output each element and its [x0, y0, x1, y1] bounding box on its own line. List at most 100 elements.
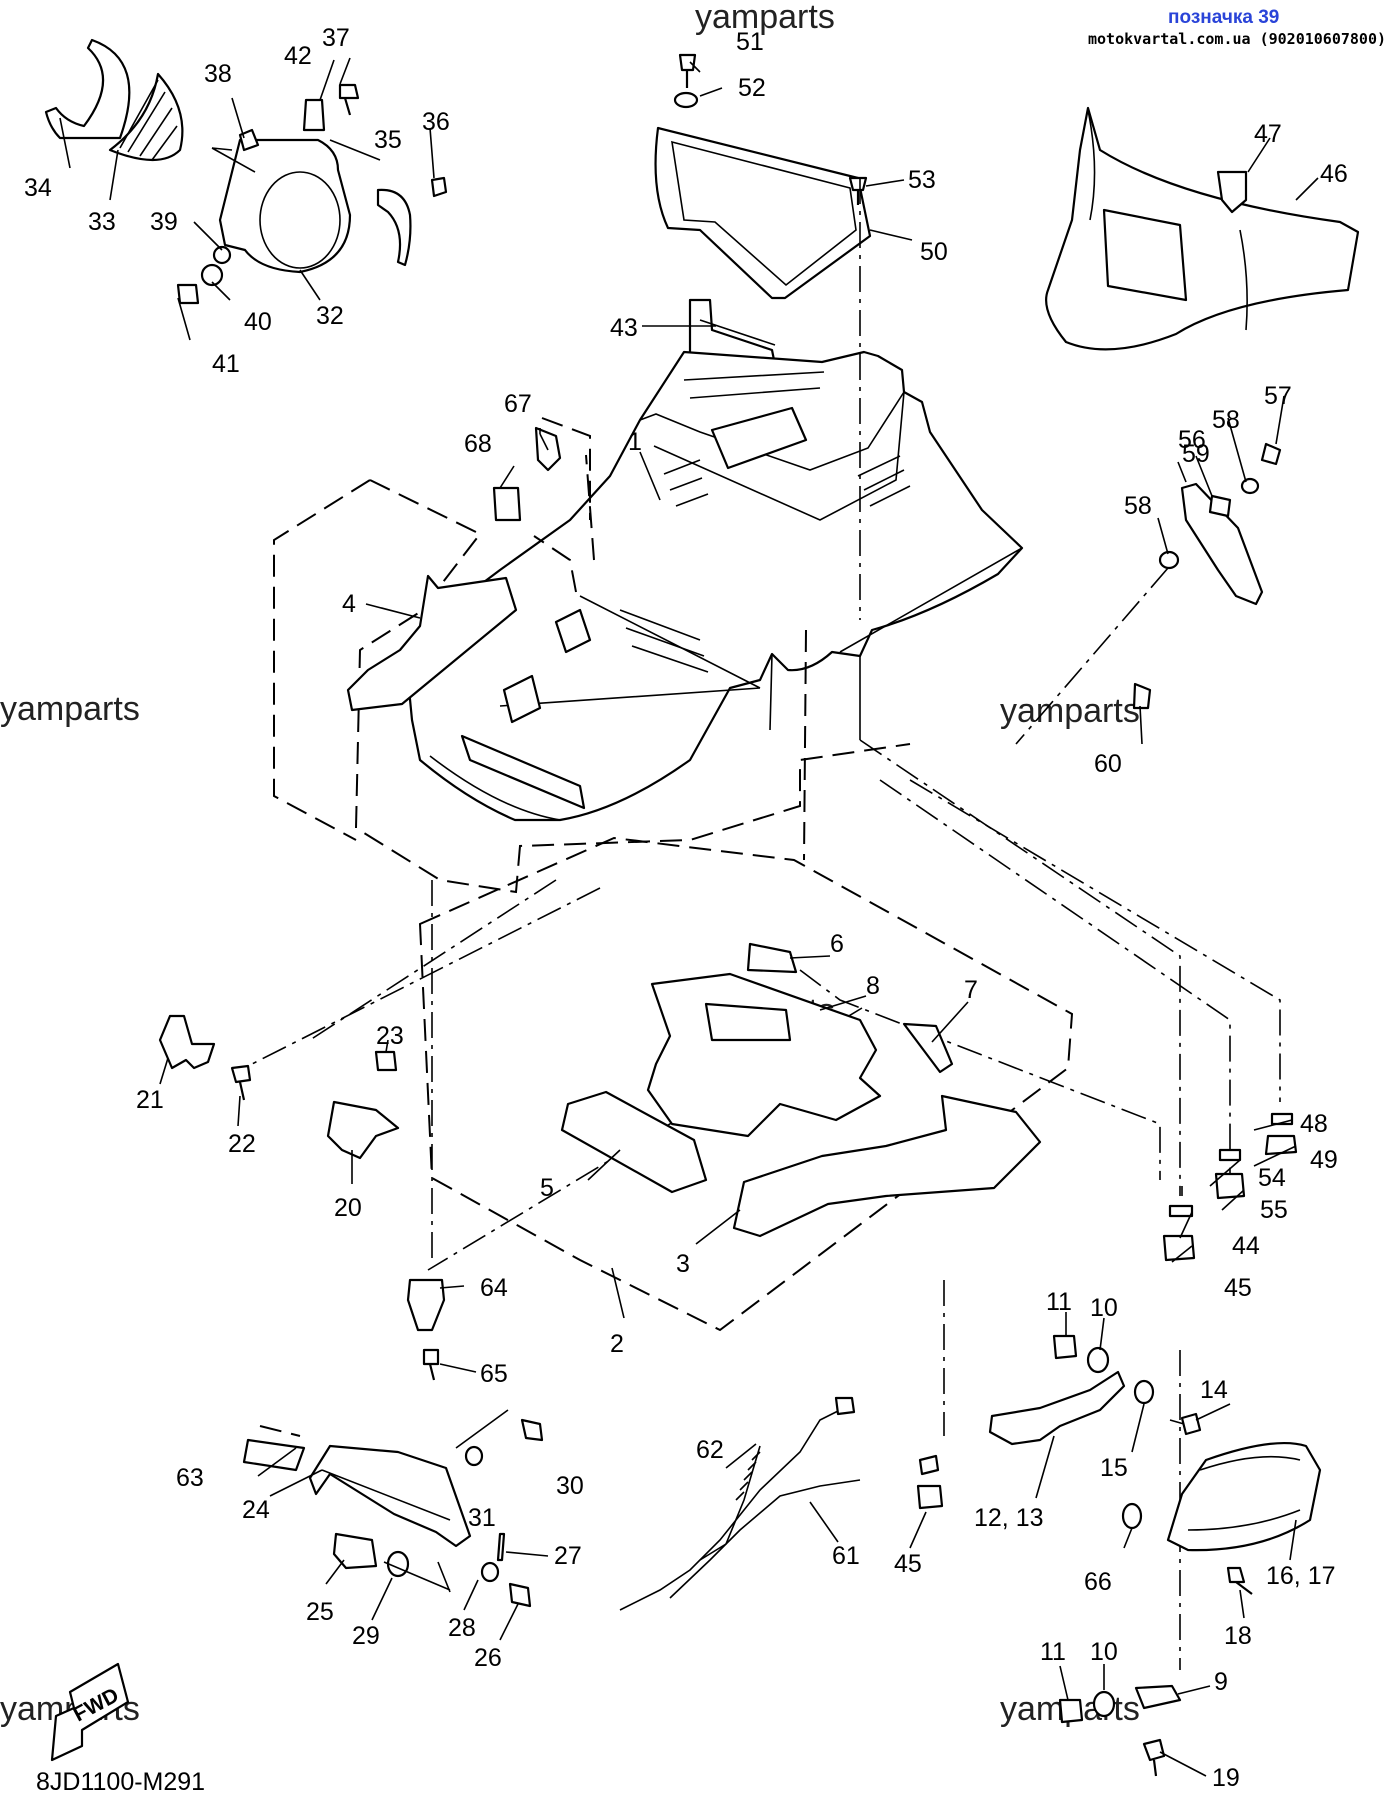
callout-26: 26 — [474, 1644, 502, 1672]
fwd-arrow-icon — [50, 1662, 130, 1762]
part-26-screw — [508, 1582, 532, 1608]
part-58-washer — [1158, 550, 1180, 570]
part-16-17-taillight — [1166, 1441, 1322, 1552]
part-6-block — [746, 942, 798, 974]
callout-24: 24 — [242, 1496, 270, 1524]
callout-4: 4 — [342, 590, 356, 618]
part-36-clip — [430, 176, 448, 198]
part-49-nut — [1264, 1134, 1298, 1156]
part-57-screw — [1260, 442, 1282, 466]
callout-30: 30 — [556, 1472, 584, 1500]
part-47-clip — [1216, 170, 1248, 214]
callout-46: 46 — [1320, 160, 1348, 188]
part-59-spacer — [1208, 494, 1232, 518]
part-56-bracket — [1180, 482, 1264, 606]
part-52-washer — [673, 91, 699, 109]
part-20-bracket — [326, 1100, 400, 1160]
part-30-screw — [520, 1418, 544, 1442]
part-50-windshield — [654, 126, 872, 300]
part-10-washer — [1086, 1346, 1110, 1374]
watermark-left: yamparts — [0, 690, 140, 728]
callout-12-13: 12, 13 — [974, 1504, 1044, 1532]
part-42-grommet — [302, 98, 326, 132]
part-25-bracket — [332, 1532, 378, 1570]
part-34-headlight-rim — [44, 38, 131, 140]
part-32-headlight-housing — [218, 138, 352, 274]
part-12-13-strap — [988, 1370, 1126, 1446]
callout-20: 20 — [334, 1194, 362, 1222]
callout-38: 38 — [204, 60, 232, 88]
callout-16-17: 16, 17 — [1266, 1562, 1336, 1590]
callout-67: 67 — [504, 390, 532, 418]
part-37-screw — [338, 83, 360, 116]
part-27-pin — [496, 1532, 506, 1562]
windshield-group — [654, 53, 872, 300]
callout-18: 18 — [1224, 1622, 1252, 1650]
callout-59: 59 — [1182, 440, 1210, 468]
part-40-nut — [200, 263, 224, 287]
headlight-group — [44, 38, 448, 305]
callout-54: 54 — [1258, 1164, 1286, 1192]
part-60-clip — [1132, 682, 1152, 710]
page-title: позначка 39 — [1168, 7, 1279, 28]
part-28-grommet — [480, 1561, 500, 1583]
part-14-screw — [1180, 1412, 1202, 1436]
part-39-washer — [212, 245, 232, 265]
part-65-screw — [422, 1348, 440, 1381]
part-19-screw — [1142, 1738, 1166, 1777]
diagram-code: 8JD1100-M291 — [36, 1768, 205, 1796]
watermark-right: yamparts — [1000, 692, 1140, 730]
callout-11-lower: 11 — [1040, 1638, 1066, 1666]
rear-cowl — [1045, 106, 1360, 351]
callout-40: 40 — [244, 308, 272, 336]
callout-14: 14 — [1200, 1376, 1228, 1404]
callout-31: 31 — [468, 1504, 496, 1532]
callout-60: 60 — [1094, 750, 1122, 778]
callout-28: 28 — [448, 1614, 476, 1642]
callout-49: 49 — [1310, 1146, 1338, 1174]
main-hood — [404, 350, 1024, 822]
callout-43: 43 — [610, 314, 638, 342]
callout-50: 50 — [920, 238, 948, 266]
part-11-nut-lower — [1058, 1698, 1084, 1724]
callout-68: 68 — [464, 430, 492, 458]
callout-62: 62 — [696, 1436, 724, 1464]
right-lower-parts — [988, 1112, 1322, 1777]
callout-10-upper: 10 — [1090, 1294, 1118, 1322]
part-1-hood — [404, 350, 1024, 822]
part-22-screw — [230, 1064, 252, 1101]
part-55-nut — [1214, 1172, 1246, 1200]
callout-45-right: 45 — [1224, 1274, 1252, 1302]
callout-9: 9 — [1214, 1668, 1228, 1696]
callout-11-upper: 11 — [1046, 1288, 1072, 1316]
liner-outline — [418, 836, 1074, 1332]
part-21-bracket — [158, 1014, 216, 1070]
left-small-parts — [158, 1014, 446, 1381]
callout-25: 25 — [306, 1598, 334, 1626]
callout-34: 34 — [24, 174, 52, 202]
part-29-washer — [386, 1550, 410, 1578]
callout-37: 37 — [322, 24, 350, 52]
callout-64: 64 — [480, 1274, 508, 1302]
part-35-bracket — [376, 188, 412, 267]
callout-23: 23 — [376, 1022, 404, 1050]
callout-55: 55 — [1260, 1196, 1288, 1224]
callout-32: 32 — [316, 302, 344, 330]
leader-lines — [59, 57, 1319, 1777]
callout-27: 27 — [554, 1542, 582, 1570]
callout-61: 61 — [832, 1542, 860, 1570]
callout-3: 3 — [676, 1250, 690, 1278]
callout-19: 19 — [1212, 1764, 1240, 1792]
part-18-screw — [1226, 1566, 1253, 1595]
liner-parts — [346, 574, 1042, 1238]
part-23-nut — [374, 1050, 398, 1072]
callout-7: 7 — [964, 976, 978, 1004]
part-10-washer-lower — [1092, 1690, 1116, 1718]
callout-35: 35 — [374, 126, 402, 154]
part-38-screw — [238, 128, 260, 152]
part-41-nut — [176, 283, 200, 305]
callout-52: 52 — [738, 74, 766, 102]
part-15-washer — [1133, 1379, 1155, 1405]
